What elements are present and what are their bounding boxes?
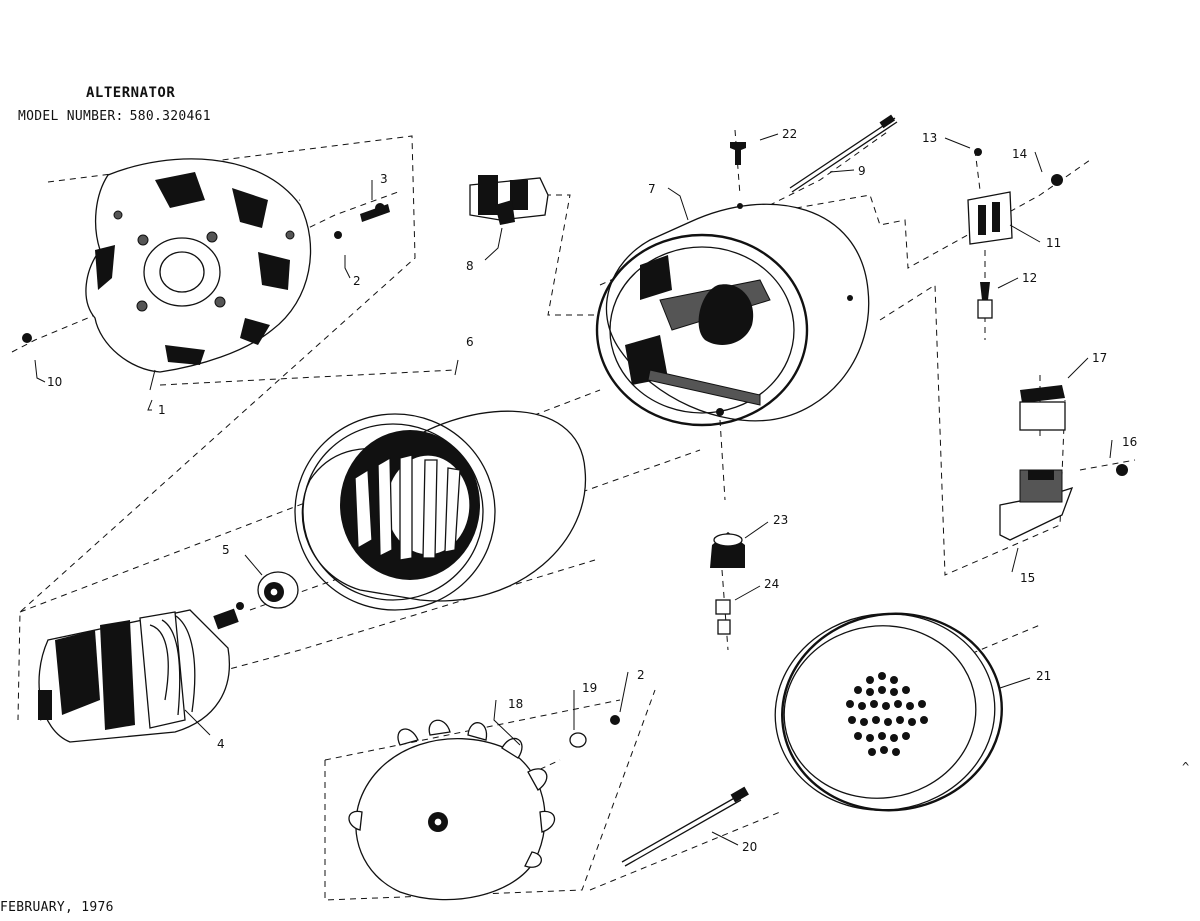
diagram-title: ALTERNATOR [86, 85, 176, 101]
fan-shroud [774, 612, 1003, 812]
callout-15: 15 [1020, 571, 1035, 585]
bearing [257, 571, 299, 609]
callout-14: 14 [1012, 147, 1027, 161]
screw-24 [715, 599, 731, 615]
callout-3: 3 [380, 172, 388, 186]
callout-1: 1 [158, 403, 166, 417]
callout-13: 13 [922, 131, 937, 145]
housing-hardware [22, 203, 390, 343]
callout-12: 12 [1022, 271, 1037, 285]
insulator-screw [710, 532, 745, 635]
callout-22: 22 [782, 127, 797, 141]
callout-numbers: 1 2 3 4 5 6 7 8 9 10 11 12 13 14 15 16 1… [47, 127, 1137, 854]
through-bolt-9 [789, 117, 896, 189]
callout-10: 10 [47, 375, 62, 389]
callout-4: 4 [217, 737, 225, 751]
leader-lines [34, 133, 1113, 846]
regulator-assembly [999, 385, 1128, 541]
corner-mark: ^ [1182, 760, 1190, 774]
callout-5: 5 [222, 543, 230, 557]
capacitor-17 [1020, 385, 1065, 403]
callout-2-lower: 2 [637, 668, 645, 682]
model-number-value: 580.320461 [129, 109, 211, 124]
front-end-housing [85, 158, 312, 373]
callout-17: 17 [1092, 351, 1107, 365]
rear-housing [595, 203, 870, 427]
bolt-3 [360, 204, 390, 222]
nut-2-lower [610, 715, 620, 725]
screw-22 [730, 142, 746, 165]
callout-6: 6 [466, 335, 474, 349]
nut-10 [22, 333, 32, 343]
model-number-label: MODEL NUMBER: [18, 109, 124, 124]
callout-11: 11 [1046, 236, 1061, 250]
callout-20: 20 [742, 840, 757, 854]
callout-2-upper: 2 [353, 274, 361, 288]
callout-9: 9 [858, 164, 866, 178]
vent-holes [846, 672, 928, 756]
callout-19: 19 [582, 681, 597, 695]
callout-21: 21 [1036, 669, 1051, 683]
date-footer: FEBRUARY, 1976 [0, 900, 114, 915]
callout-23: 23 [773, 513, 788, 527]
callout-8: 8 [466, 259, 474, 273]
nut-14 [1051, 174, 1063, 186]
washer-19 [569, 732, 587, 748]
stator-assembly [294, 410, 587, 611]
cooling-fan [348, 715, 620, 901]
lead-12 [977, 299, 993, 319]
screw-16 [1116, 464, 1128, 476]
callout-18: 18 [508, 697, 523, 711]
callout-7: 7 [648, 182, 656, 196]
rotor-assembly [38, 602, 244, 743]
nut-2-upper [334, 231, 342, 239]
rear-housing-fasteners [730, 114, 898, 193]
model-number-line: MODEL NUMBER: 580.320461 [18, 109, 211, 124]
long-bolt [621, 786, 749, 867]
screw-13 [974, 148, 982, 156]
callout-16: 16 [1122, 435, 1137, 449]
terminal-block [967, 148, 1063, 319]
brush-holder [469, 175, 549, 225]
callout-24: 24 [764, 577, 779, 591]
